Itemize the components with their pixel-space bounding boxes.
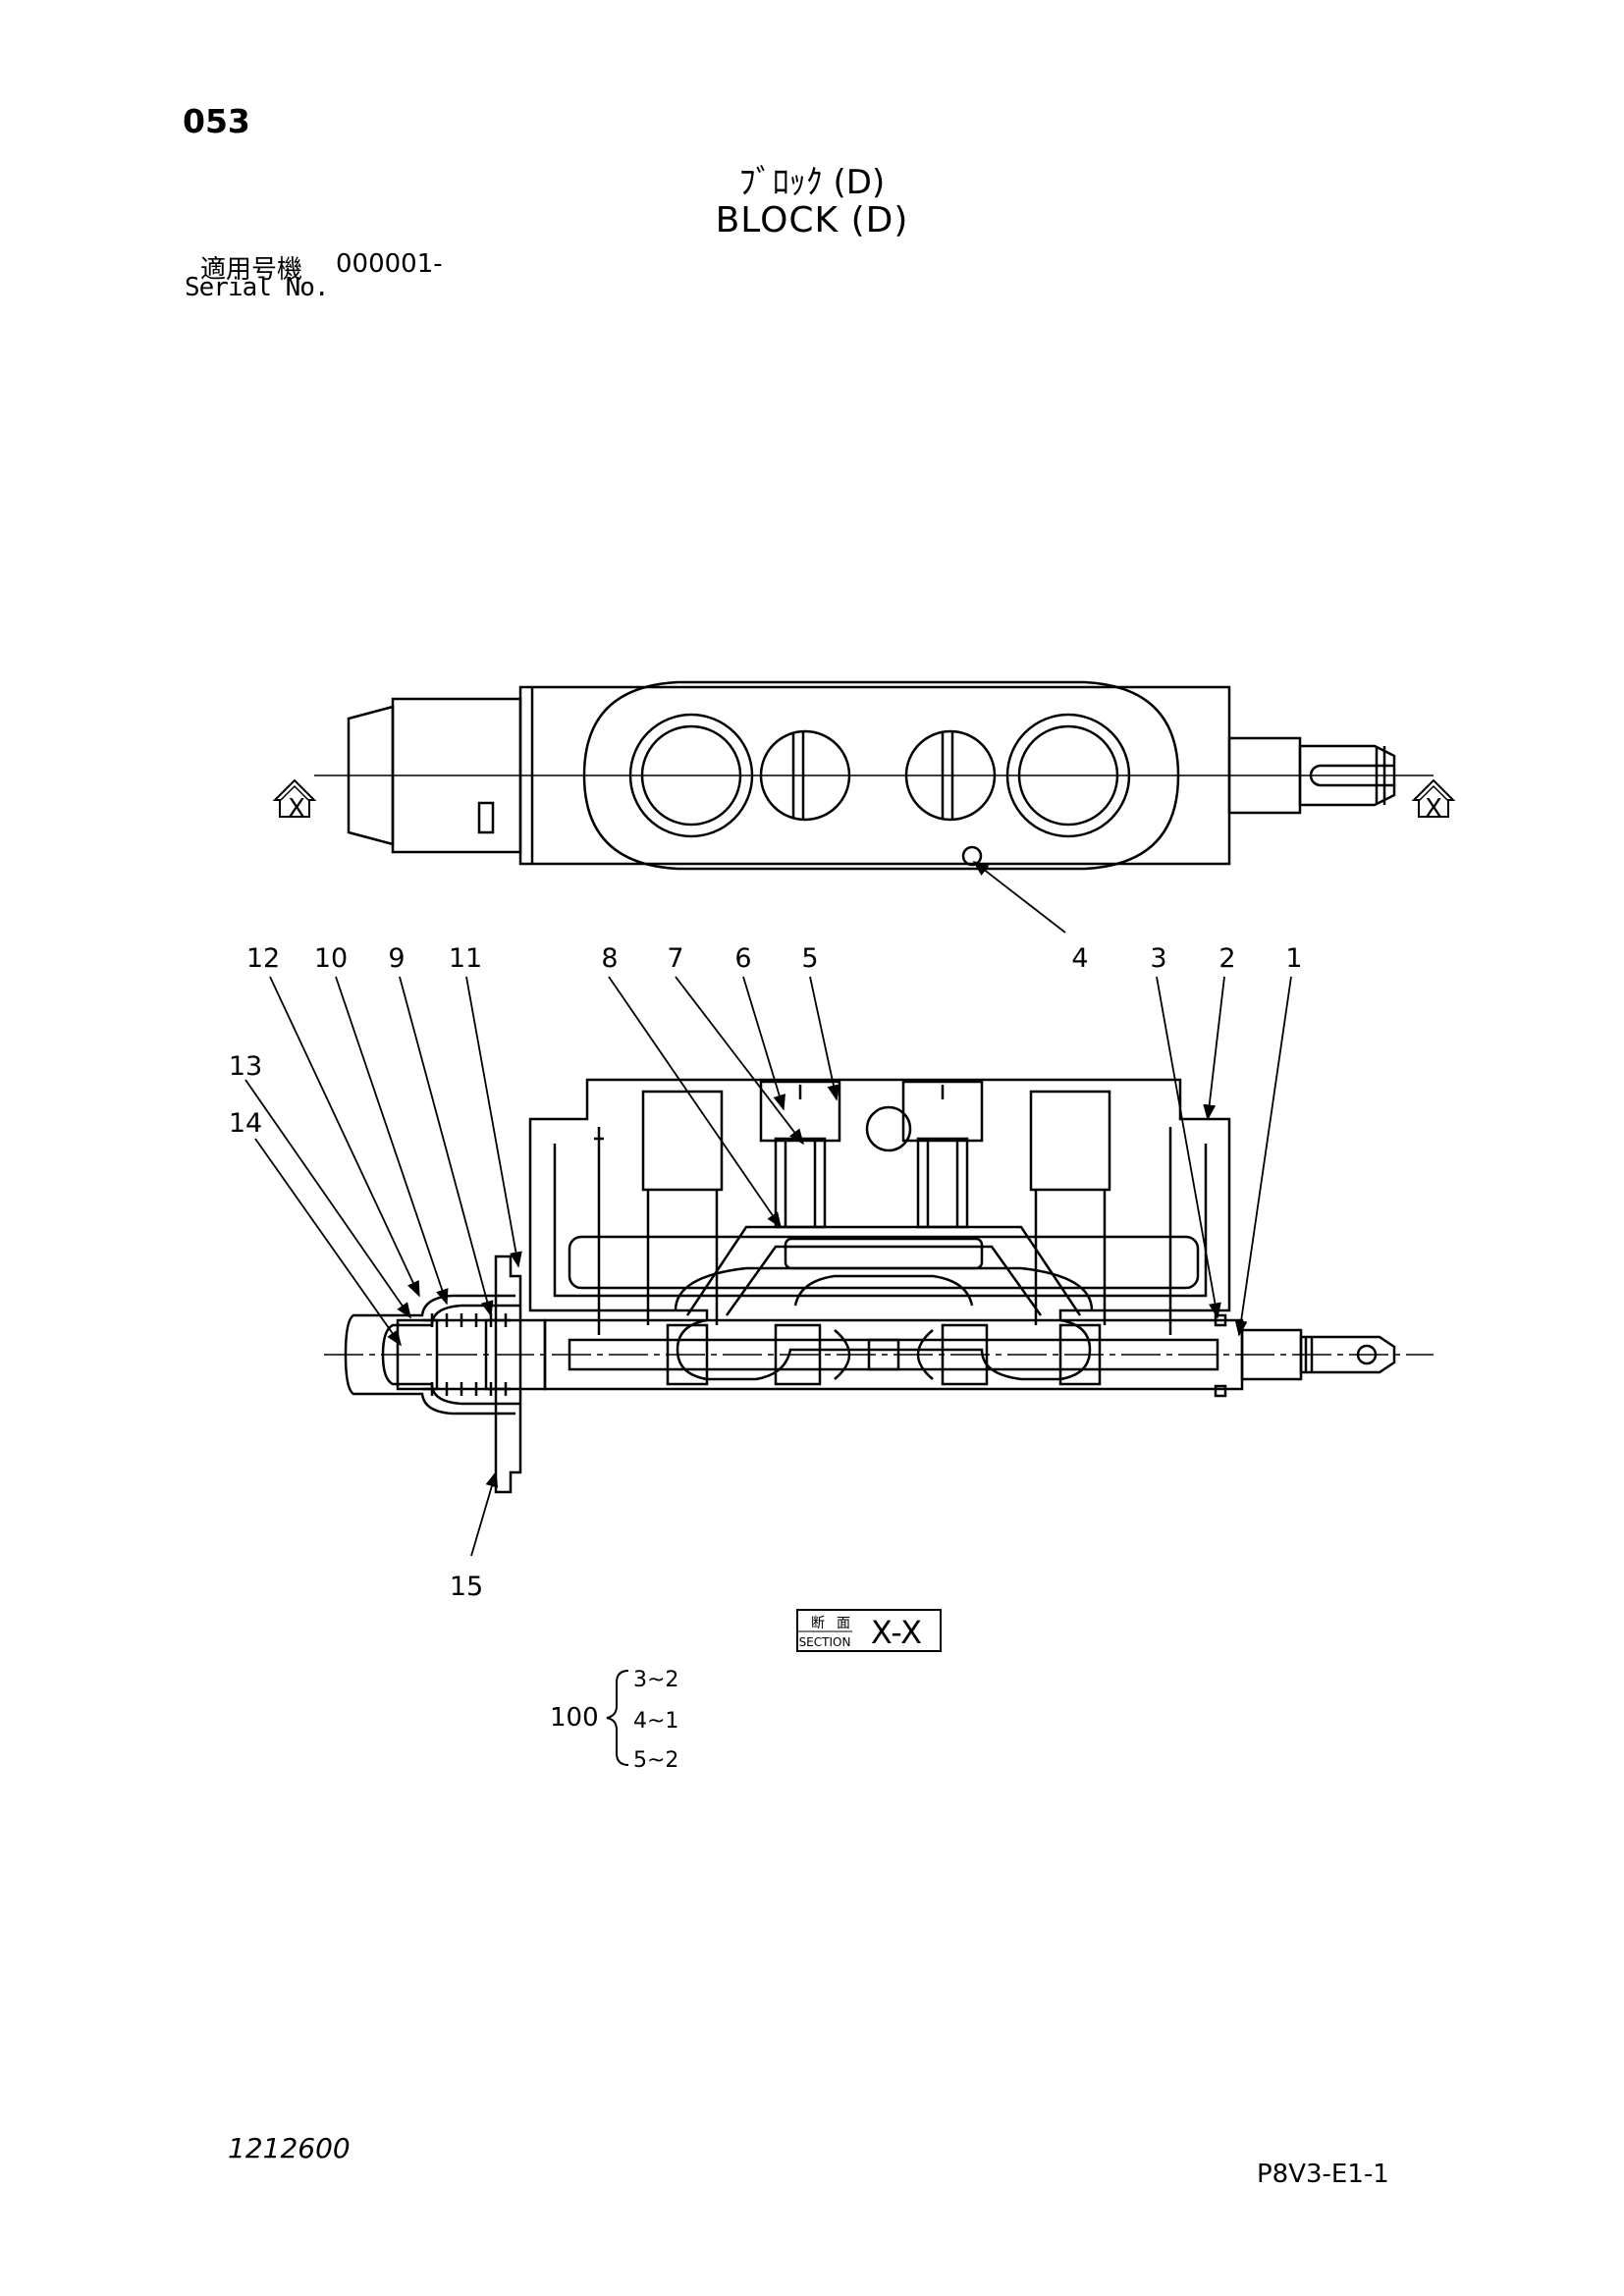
section-letter-left: X	[288, 794, 305, 824]
serial-label-english: Serial No.	[185, 273, 330, 302]
callout-9: 9	[388, 943, 405, 974]
serial-label-japanese: 適用号機	[200, 255, 303, 285]
kit-brace	[606, 1670, 629, 1766]
callout-6: 6	[734, 943, 751, 974]
page-number: 053	[183, 102, 250, 140]
document-code: 1212600	[228, 2132, 351, 2164]
section-label-box: 断 面 SECTION X-X	[796, 1609, 942, 1652]
title-japanese: ﾌﾞﾛｯｸ (D)	[738, 163, 886, 202]
section-jp-label-1: 断	[811, 1616, 825, 1631]
kit-group: 100 3~2 4~1 5~2	[550, 1668, 678, 1773]
sheet-code: P8V3-E1-1	[1257, 2160, 1389, 2189]
serial-value: 000001-	[336, 249, 443, 279]
callout-5: 5	[801, 943, 818, 974]
callout-11: 11	[449, 943, 482, 974]
kit-item-2: 4~1	[633, 1709, 678, 1734]
callout-12: 12	[246, 943, 280, 974]
section-title: X-X	[871, 1614, 922, 1651]
kit-number: 100	[550, 1703, 599, 1733]
callout-3: 3	[1150, 943, 1166, 974]
callout-13: 13	[229, 1051, 262, 1082]
callout-10: 10	[314, 943, 348, 974]
title-english: BLOCK (D)	[715, 200, 909, 240]
callout-7: 7	[667, 943, 683, 974]
section-arrow-right: X	[1411, 778, 1456, 824]
section-jp-label-2: 面	[837, 1616, 850, 1631]
kit-item-1: 3~2	[633, 1668, 678, 1692]
callout-4: 4	[1071, 943, 1088, 974]
callout-8: 8	[601, 943, 618, 974]
section-letter-right: X	[1425, 794, 1442, 824]
callout-2: 2	[1218, 943, 1235, 974]
callout-labels: 4 12 10 9 11 8 7 6 5 3 2 1 13 14 15	[229, 943, 1303, 1602]
kit-item-3: 5~2	[633, 1748, 678, 1773]
callout-1: 1	[1285, 943, 1302, 974]
section-arrow-left: X	[272, 778, 317, 824]
callout-15: 15	[450, 1572, 483, 1602]
section-view	[344, 1078, 1396, 1494]
callout-leaders	[244, 861, 1292, 1557]
callout-14: 14	[229, 1108, 262, 1139]
section-en-label: SECTION	[799, 1635, 851, 1649]
